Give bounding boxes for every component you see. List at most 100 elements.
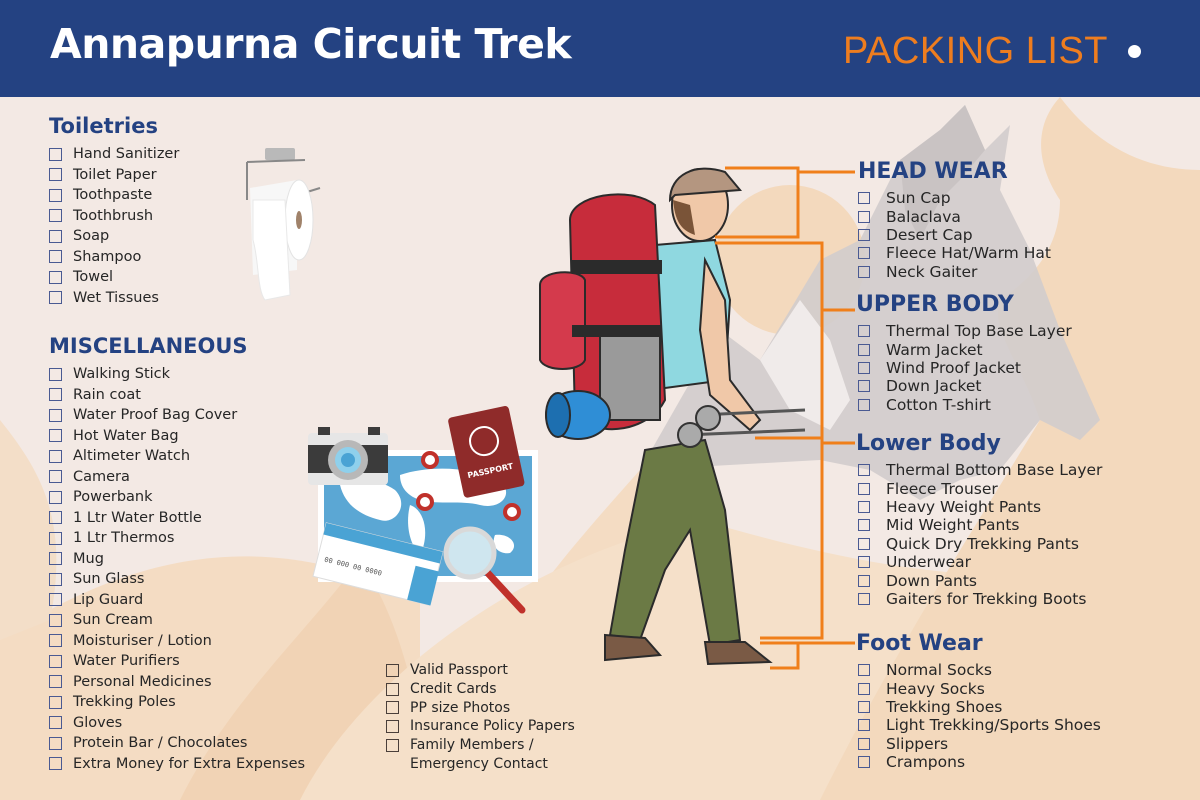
checkbox[interactable] [49,511,62,525]
list-item[interactable]: Quick Dry Trekking Pants [858,535,1102,553]
list-item[interactable]: Walking Stick [49,364,305,385]
list-item[interactable]: Water Purifiers [49,651,305,672]
list-item[interactable]: 1 Ltr Water Bottle [49,508,305,529]
checkbox[interactable] [858,192,870,205]
list-item[interactable]: Heavy Weight Pants [858,498,1102,516]
checkbox[interactable] [49,716,62,730]
checkbox[interactable] [858,482,870,495]
list-item[interactable]: Insurance Policy Papers [386,717,575,736]
checkbox[interactable] [49,408,62,422]
list-item[interactable]: 1 Ltr Thermos [49,528,305,549]
checkbox[interactable] [49,429,62,443]
list-item[interactable]: Moisturiser / Lotion [49,631,305,652]
list-item[interactable]: Sun Cream [49,610,305,631]
checkbox[interactable] [858,380,870,393]
checkbox[interactable] [49,736,62,750]
checkbox[interactable] [858,574,870,587]
checkbox[interactable] [858,737,870,750]
checkbox[interactable] [858,228,870,241]
list-item[interactable]: Sun Cap [858,189,1051,207]
checkbox[interactable] [49,490,62,504]
list-item[interactable]: Personal Medicines [49,672,305,693]
list-item[interactable]: Toothbrush [49,206,179,227]
checkbox[interactable] [858,537,870,550]
list-item[interactable]: Warm Jacket [858,340,1072,359]
checkbox[interactable] [49,654,62,668]
checkbox[interactable] [49,168,62,182]
list-item[interactable]: Light Trekking/Sports Shoes [858,716,1101,734]
checkbox[interactable] [858,464,870,477]
checkbox[interactable] [386,719,399,733]
checkbox[interactable] [858,592,870,605]
list-item[interactable]: Underwear [858,553,1102,571]
list-item[interactable]: Crampons [858,753,1101,771]
list-item[interactable]: Heavy Socks [858,679,1101,698]
list-item[interactable]: Camera [49,467,305,488]
checkbox[interactable] [49,552,62,566]
checkbox[interactable] [49,572,62,586]
checkbox[interactable] [858,756,870,769]
checkbox[interactable] [49,250,62,264]
list-item[interactable]: Altimeter Watch [49,446,305,467]
list-item[interactable]: Hot Water Bag [49,426,305,447]
checkbox[interactable] [386,682,399,696]
list-item[interactable]: Normal Socks [858,661,1101,679]
checkbox[interactable] [49,634,62,648]
list-item[interactable]: Toothpaste [49,185,179,206]
checkbox[interactable] [858,500,870,513]
list-item[interactable]: Protein Bar / Chocolates [49,733,305,754]
list-item[interactable]: Credit Cards [386,680,575,699]
list-item[interactable]: Down Jacket [858,377,1072,395]
checkbox[interactable] [49,613,62,627]
list-item[interactable]: Water Proof Bag Cover [49,405,305,426]
list-item[interactable]: Fleece Hat/Warm Hat [858,244,1051,262]
list-item[interactable]: Desert Cap [858,226,1051,244]
list-item[interactable]: Down Pants [858,571,1102,590]
list-item[interactable]: Rain coat [49,385,305,406]
checkbox[interactable] [49,675,62,689]
checkbox[interactable] [49,367,62,381]
checkbox[interactable] [49,209,62,223]
list-item[interactable]: Lip Guard [49,590,305,611]
checkbox[interactable] [858,361,870,374]
list-item[interactable]: Slippers [858,735,1101,753]
list-item[interactable]: Wind Proof Jacket [858,359,1072,377]
checkbox[interactable] [858,247,870,260]
checkbox[interactable] [49,695,62,709]
checkbox[interactable] [49,147,62,161]
checkbox[interactable] [386,701,399,715]
checkbox[interactable] [49,757,62,771]
list-item[interactable]: Thermal Bottom Base Layer [858,461,1102,479]
list-item[interactable]: Family Members / [386,736,575,755]
list-item[interactable]: Trekking Poles [49,692,305,713]
list-item[interactable]: Hand Sanitizer [49,144,179,165]
checkbox[interactable] [858,519,870,532]
checkbox[interactable] [858,682,870,695]
list-item[interactable]: Balaclava [858,207,1051,226]
list-item[interactable]: Sun Glass [49,569,305,590]
list-item[interactable]: PP size Photos [386,698,575,717]
list-item[interactable]: Toilet Paper [49,165,179,186]
list-item[interactable]: Mid Weight Pants [858,516,1102,534]
checkbox[interactable] [49,188,62,202]
checkbox[interactable] [49,470,62,484]
checkbox[interactable] [858,664,870,677]
list-item[interactable]: Powerbank [49,487,305,508]
checkbox[interactable] [386,738,399,752]
list-item[interactable]: Shampoo [49,247,179,268]
checkbox[interactable] [49,449,62,463]
checkbox[interactable] [858,325,870,338]
checkbox[interactable] [49,229,62,243]
list-item[interactable]: Extra Money for Extra Expenses [49,754,305,775]
list-item[interactable]: Soap [49,226,179,247]
checkbox[interactable] [858,556,870,569]
checkbox[interactable] [49,388,62,402]
list-item[interactable]: Cotton T-shirt [858,396,1072,414]
checkbox[interactable] [858,719,870,732]
list-item[interactable]: Valid Passport [386,661,575,680]
list-item[interactable]: Towel [49,267,179,288]
checkbox[interactable] [386,663,399,677]
list-item[interactable]: Neck Gaiter [858,263,1051,281]
list-item[interactable]: Mug [49,549,305,570]
checkbox[interactable] [858,700,870,713]
